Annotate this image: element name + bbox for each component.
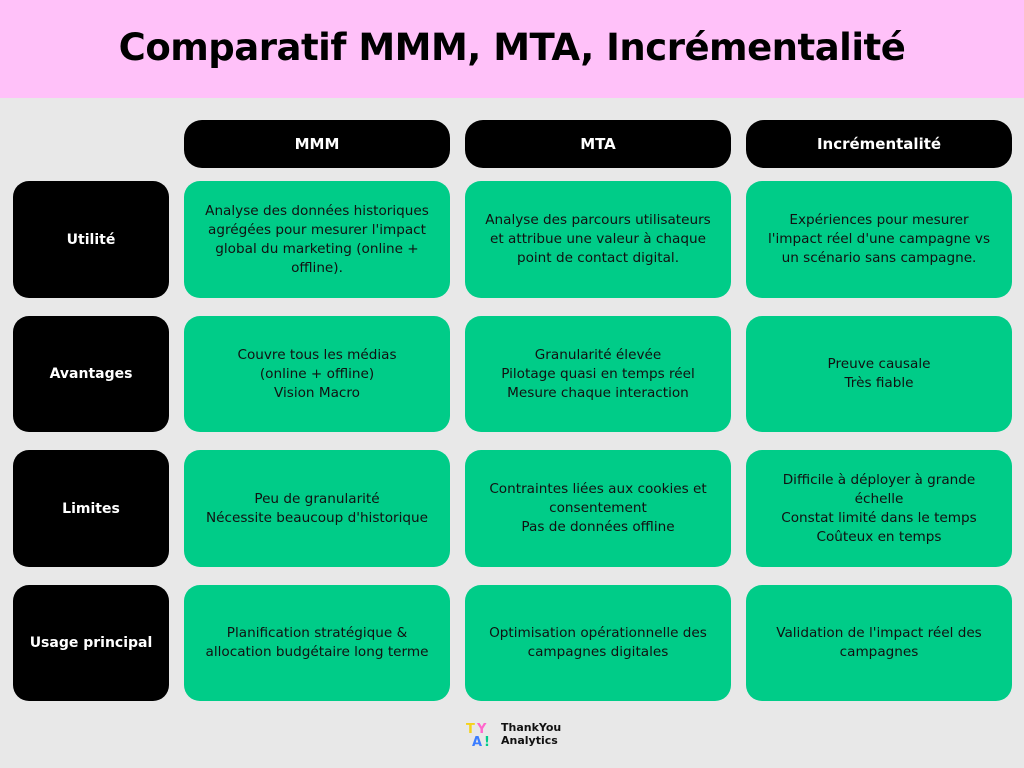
brand-line-1: ThankYou [501, 721, 562, 734]
cell-limites-incrementalite: Difficile à déployer à grande échelle Co… [746, 450, 1012, 567]
row-header-usage-principal: Usage principal [13, 585, 169, 701]
cell-text: Analyse des données historiques agrégées… [205, 202, 429, 276]
cell-text: Expériences pour mesurer l'impact réel d… [767, 212, 991, 266]
column-header-mmm: MMM [184, 120, 450, 168]
cell-text: Preuve causale Très fiable [827, 356, 931, 391]
logo-letter-y: Y [476, 722, 487, 737]
cell-usage-mmm: Planification stratégique & allocation b… [184, 585, 450, 701]
cell-text: Difficile à déployer à grande échelle Co… [781, 471, 977, 545]
cell-text: Planification stratégique & allocation b… [205, 625, 429, 660]
page-header: Comparatif MMM, MTA, Incrémentalité [0, 0, 1024, 98]
cell-avantages-mmm: Couvre tous les médias (online + offline… [184, 316, 450, 432]
cell-text: Optimisation opérationnelle des campagne… [489, 625, 707, 660]
thankyou-analytics-logo-icon: T Y A ! [466, 722, 490, 748]
cell-usage-mta: Optimisation opérationnelle des campagne… [465, 585, 731, 701]
logo-letter-exclamation: ! [484, 735, 490, 748]
cell-text: Peu de granularité Nécessite beaucoup d'… [205, 490, 429, 526]
column-header-mta: MTA [465, 120, 731, 168]
brand-name: ThankYou Analytics [501, 721, 561, 747]
row-header-limites: Limites [13, 450, 169, 567]
cell-text: Couvre tous les médias (online + offline… [237, 346, 397, 401]
cell-utilite-mta: Analyse des parcours utilisateurs et att… [465, 181, 731, 298]
cell-avantages-mta: Granularité élevée Pilotage quasi en tem… [465, 316, 731, 432]
cell-limites-mmm: Peu de granularité Nécessite beaucoup d'… [184, 450, 450, 567]
cell-text: Granularité élevée Pilotage quasi en tem… [501, 346, 695, 401]
page-title: Comparatif MMM, MTA, Incrémentalité [118, 25, 906, 69]
row-header-utilite: Utilité [13, 181, 169, 298]
cell-text: Contraintes liées aux cookies et consent… [489, 481, 707, 535]
cell-text: Analyse des parcours utilisateurs et att… [485, 212, 711, 266]
footer-brand: T Y A ! ThankYou Analytics [465, 718, 561, 750]
cell-avantages-incrementalite: Preuve causale Très fiable [746, 316, 1012, 432]
cell-usage-incrementalite: Validation de l'impact réel des campagne… [746, 585, 1012, 701]
logo-letter-a: A [472, 735, 482, 748]
column-header-incrementalite: Incrémentalité [746, 120, 1012, 168]
cell-utilite-mmm: Analyse des données historiques agrégées… [184, 181, 450, 298]
cell-limites-mta: Contraintes liées aux cookies et consent… [465, 450, 731, 567]
logo-letter-t: T [466, 722, 475, 737]
brand-line-2: Analytics [501, 734, 558, 747]
cell-text: Validation de l'impact réel des campagne… [776, 625, 982, 660]
row-header-avantages: Avantages [13, 316, 169, 432]
cell-utilite-incrementalite: Expériences pour mesurer l'impact réel d… [746, 181, 1012, 298]
